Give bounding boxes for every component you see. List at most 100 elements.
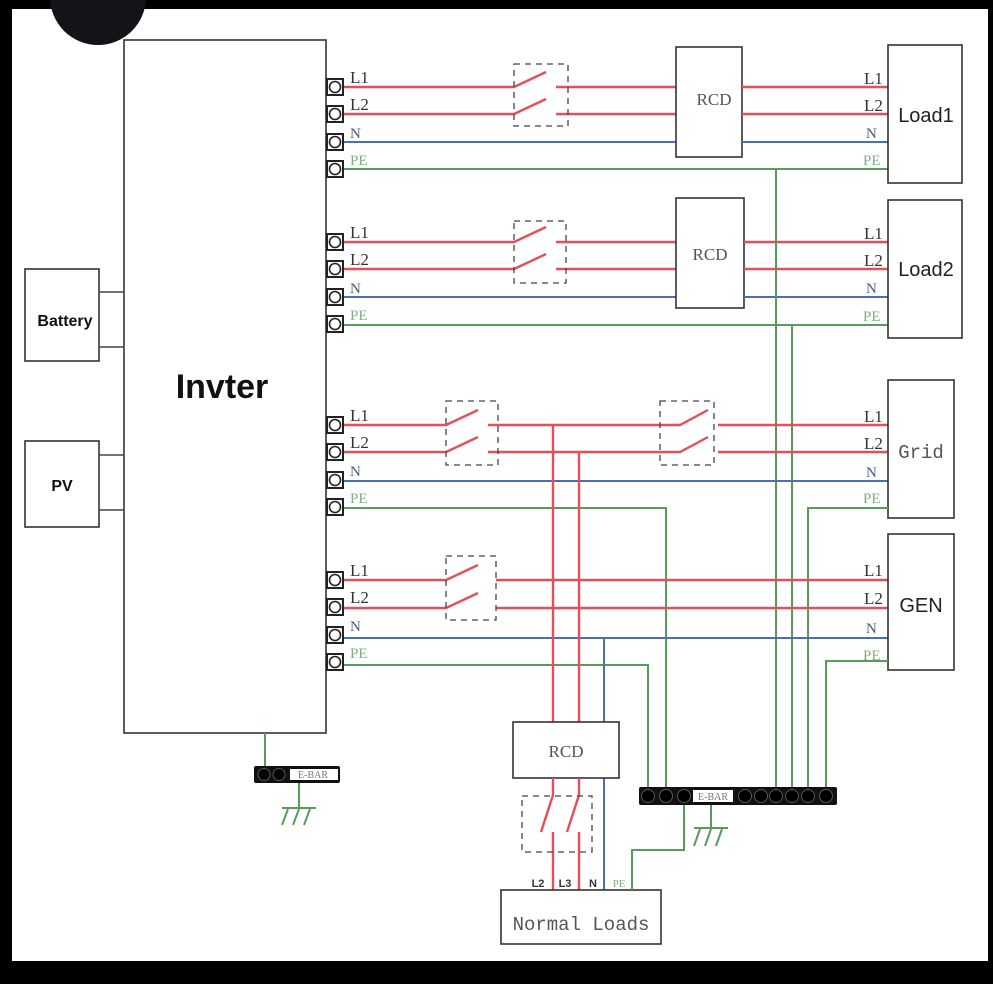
load2-rcd — [675, 197, 745, 309]
grid-pe: PE — [863, 491, 881, 507]
inverter-box — [123, 39, 327, 734]
ebar-terminal — [801, 789, 815, 803]
load2-rcd-label: RCD — [693, 245, 728, 264]
terminal-screw-icon — [328, 317, 342, 331]
load2-pe: PE — [863, 309, 881, 325]
gen-l1: L1 — [864, 561, 883, 580]
load1-l1: L1 — [864, 69, 883, 88]
ebar-terminal — [677, 789, 691, 803]
grid-port-label-pe: PE — [350, 491, 368, 507]
load1-n: N — [866, 126, 877, 142]
load1-rcd-label: RCD — [697, 90, 732, 109]
normal-loads-l2: L2 — [532, 878, 545, 890]
load1-port-label-l2: L2 — [350, 95, 369, 114]
terminal-screw-icon — [328, 473, 342, 487]
battery-label: Battery — [37, 313, 92, 330]
terminal-screw-icon — [328, 162, 342, 176]
terminal-screw-icon — [328, 290, 342, 304]
grid-breaker-2 — [659, 400, 715, 466]
gen-l2: L2 — [864, 589, 883, 608]
ebar-terminals — [641, 789, 833, 803]
normal-loads-pe: PE — [613, 878, 626, 890]
pv-box: PV — [24, 440, 124, 528]
grid-circuit: Grid L1 L2 N PE — [341, 379, 955, 790]
ebar-terminal — [641, 789, 655, 803]
load1-port-label-pe: PE — [350, 153, 368, 169]
terminal-screw-icon — [328, 628, 342, 642]
inverter-ebar-label: E-BAR — [298, 770, 328, 781]
gen-port-label-l2: L2 — [350, 588, 369, 607]
gen-breaker — [445, 555, 497, 621]
grid-port-label-n: N — [350, 464, 361, 480]
grid-port-label-l1: L1 — [350, 406, 369, 425]
ebar-terminal — [769, 789, 783, 803]
battery-box: Battery — [24, 268, 124, 362]
terminal-screw-icon — [328, 418, 342, 432]
main-ebar: E-BAR — [639, 787, 837, 847]
ebar-terminal — [819, 789, 833, 803]
gen-port-label-l1: L1 — [350, 561, 369, 580]
terminal-screw-icon — [328, 573, 342, 587]
grid-label: Grid — [898, 442, 944, 464]
load1-l2: L2 — [864, 96, 883, 115]
gen-circuit: GEN L1 L2 N PE — [341, 533, 955, 790]
load2-l2: L2 — [864, 251, 883, 270]
grid-box — [887, 379, 955, 519]
main-ebar-label: E-BAR — [698, 792, 728, 803]
grid-port-label-l2: L2 — [350, 433, 369, 452]
ebar-terminal — [754, 789, 768, 803]
ebar-terminal — [738, 789, 752, 803]
gen-port-label-n: N — [350, 619, 361, 635]
gen-n: N — [866, 621, 877, 637]
load1-rcd — [675, 46, 743, 158]
grid-l1: L1 — [864, 407, 883, 426]
normal-rcd-label: RCD — [549, 742, 584, 761]
terminal-screw-icon — [328, 262, 342, 276]
normal-loads-l3: L3 — [559, 878, 572, 890]
diagram-sheet: Invter Battery PV RCD — [12, 0, 988, 961]
load2-port-label-l1: L1 — [350, 223, 369, 242]
terminal-screw-icon — [328, 107, 342, 121]
terminal-screw-icon — [328, 500, 342, 514]
normal-loads-n: N — [589, 878, 597, 890]
load2-box — [887, 199, 963, 339]
load2-port-label-pe: PE — [350, 308, 368, 324]
load1-port-label-n: N — [350, 126, 361, 142]
normal-loads-label: Normal Loads — [513, 914, 650, 936]
load2-port-label-n: N — [350, 281, 361, 297]
inverter-ebar: E-BAR — [254, 733, 340, 826]
normal-loads-breaker — [521, 778, 593, 890]
pv-label: PV — [51, 478, 73, 495]
load1-label: Load1 — [898, 105, 954, 127]
gen-box — [887, 533, 955, 671]
load1-pe: PE — [863, 153, 881, 169]
normal-loads-rcd: RCD — [512, 721, 620, 779]
terminal-screw-icon — [328, 80, 342, 94]
load1-box — [887, 44, 963, 184]
load2-l1: L1 — [864, 224, 883, 243]
terminal-screw-icon — [328, 655, 342, 669]
load2-circuit: RCD Load2 L1 L2 N PE — [341, 197, 963, 339]
terminal-screw-icon — [328, 135, 342, 149]
grid-breaker-1 — [445, 400, 499, 466]
gen-port-label-pe: PE — [350, 646, 368, 662]
load2-port-label-l2: L2 — [350, 250, 369, 269]
load1-breaker — [513, 63, 569, 127]
grid-n: N — [866, 465, 877, 481]
ebar-terminal — [659, 789, 673, 803]
gen-label: GEN — [899, 595, 942, 617]
ebar-terminal — [785, 789, 799, 803]
load2-breaker — [513, 220, 567, 284]
grid-l2: L2 — [864, 434, 883, 453]
terminal-screw-icon — [328, 235, 342, 249]
load2-label: Load2 — [898, 259, 954, 281]
load1-circuit: RCD Load1 L1 L2 N PE — [341, 44, 963, 184]
terminal-screw-icon — [328, 445, 342, 459]
load2-n: N — [866, 281, 877, 297]
load1-port-label-l1: L1 — [350, 68, 369, 87]
normal-loads-box: Normal Loads L2 L3 N PE — [500, 878, 662, 945]
wiring-diagram: Invter Battery PV RCD — [24, 39, 963, 945]
inverter-label: Invter — [176, 368, 269, 406]
terminal-screw-icon — [328, 600, 342, 614]
